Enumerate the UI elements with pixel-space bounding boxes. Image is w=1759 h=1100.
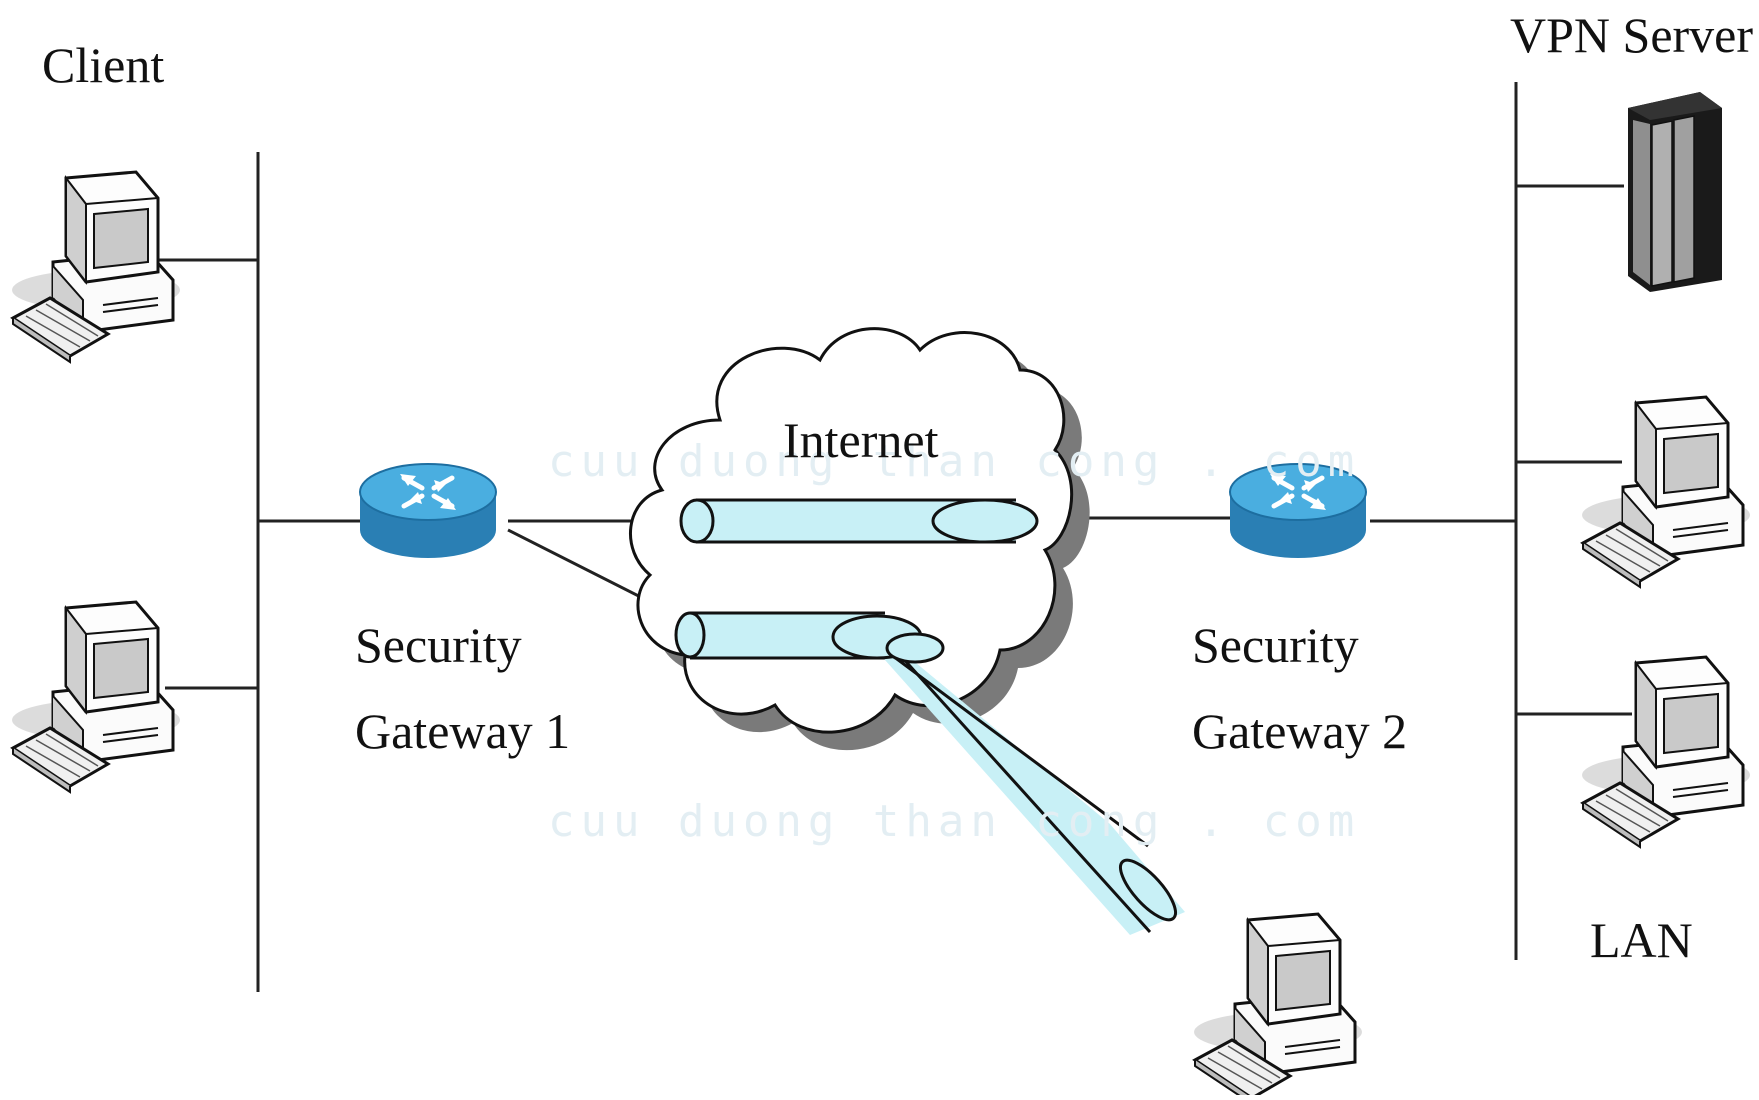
desktop-computer-icon (1580, 655, 1752, 849)
desktop-computer-icon (1192, 912, 1364, 1100)
vpn-tunnels (674, 498, 1185, 935)
desktop-computer-icon (1580, 395, 1752, 589)
vpn-server-label: VPN Server (1510, 7, 1754, 63)
watermark-bottom: cuu duong than cong . com (548, 796, 1361, 847)
router-icon (360, 464, 496, 558)
desktop-computer-icon (10, 170, 182, 364)
gateway1-label-line1: Security (355, 617, 522, 673)
client-label: Client (42, 37, 165, 93)
gateway2-label-line2: Gateway 2 (1192, 703, 1408, 759)
server-tower-icon (1628, 92, 1722, 292)
gateway1-label-line2: Gateway 1 (355, 703, 571, 759)
lan-label: LAN (1590, 912, 1693, 968)
gateway2-label-line1: Security (1192, 617, 1359, 673)
internet-label: Internet (783, 412, 939, 468)
watermark-top: cuu duong than cong . com (548, 436, 1361, 487)
network-links (150, 82, 1632, 992)
tunnel-remote (831, 614, 1185, 935)
desktop-computer-icon (10, 600, 182, 794)
tunnel-top (679, 498, 1039, 544)
